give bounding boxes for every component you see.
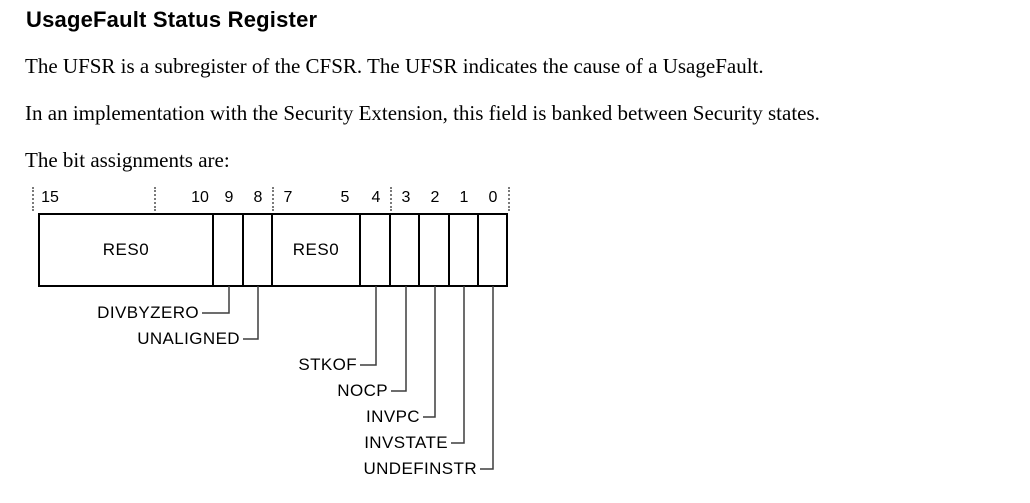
field-nocp-bit3 [391,215,420,285]
bit-number-15: 15 [41,189,59,206]
bit-number-4: 4 [371,189,381,206]
field-undefinstr-bit0 [479,215,506,285]
nibble-tick-4-3 [390,187,392,211]
field-unaligned-bit8 [244,215,273,285]
bit-number-0: 0 [488,189,498,206]
bit-number-9: 9 [224,189,234,206]
callout-label-unaligned: UNALIGNED [137,329,240,348]
callout-label-invpc: INVPC [366,407,420,426]
bit-number-3: 3 [401,189,411,206]
bit-number-5: 5 [340,189,350,206]
bit-number-10: 10 [191,189,209,206]
field-divbyzero-bit9 [214,215,244,285]
field-res0-15-10-label: RES0 [102,240,150,259]
callout-line-undefinstr [480,286,494,470]
callout-line-divbyzero [202,286,230,314]
nibble-tick-12-11 [154,187,156,211]
callout-line-invpc [423,286,436,418]
field-res0-7-5: RES0 [273,215,361,285]
paragraph-security-extension: In an implementation with the Security E… [25,101,820,125]
callout-label-nocp: NOCP [337,381,388,400]
section-heading: UsageFault Status Register [26,7,318,32]
nibble-tick-8-7 [272,187,274,211]
bit-number-7: 7 [283,189,293,206]
bit-number-1: 1 [459,189,469,206]
callout-line-nocp [391,286,407,392]
paragraph-bit-assignments-intro: The bit assignments are: [25,148,230,172]
bit-number-2: 2 [430,189,440,206]
callout-label-divbyzero: DIVBYZERO [97,303,199,322]
paragraph-ufsr-description: The UFSR is a subregister of the CFSR. T… [25,54,764,78]
callout-line-unaligned [243,286,259,340]
callout-line-invstate [451,286,465,444]
field-invpc-bit2 [420,215,450,285]
field-stkof-bit4 [361,215,391,285]
callout-label-undefinstr: UNDEFINSTR [363,459,477,478]
nibble-tick-right [508,187,510,211]
field-res0-15-10: RES0 [40,215,214,285]
field-invstate-bit1 [450,215,479,285]
callout-label-invstate: INVSTATE [364,433,448,452]
bit-number-8: 8 [253,189,263,206]
field-res0-7-5-label: RES0 [292,240,340,259]
callout-line-stkof [360,286,377,366]
nibble-tick-left [32,187,34,211]
callout-label-stkof: STKOF [298,355,357,374]
register-bit-diagram: RES0 RES0 [38,213,508,287]
